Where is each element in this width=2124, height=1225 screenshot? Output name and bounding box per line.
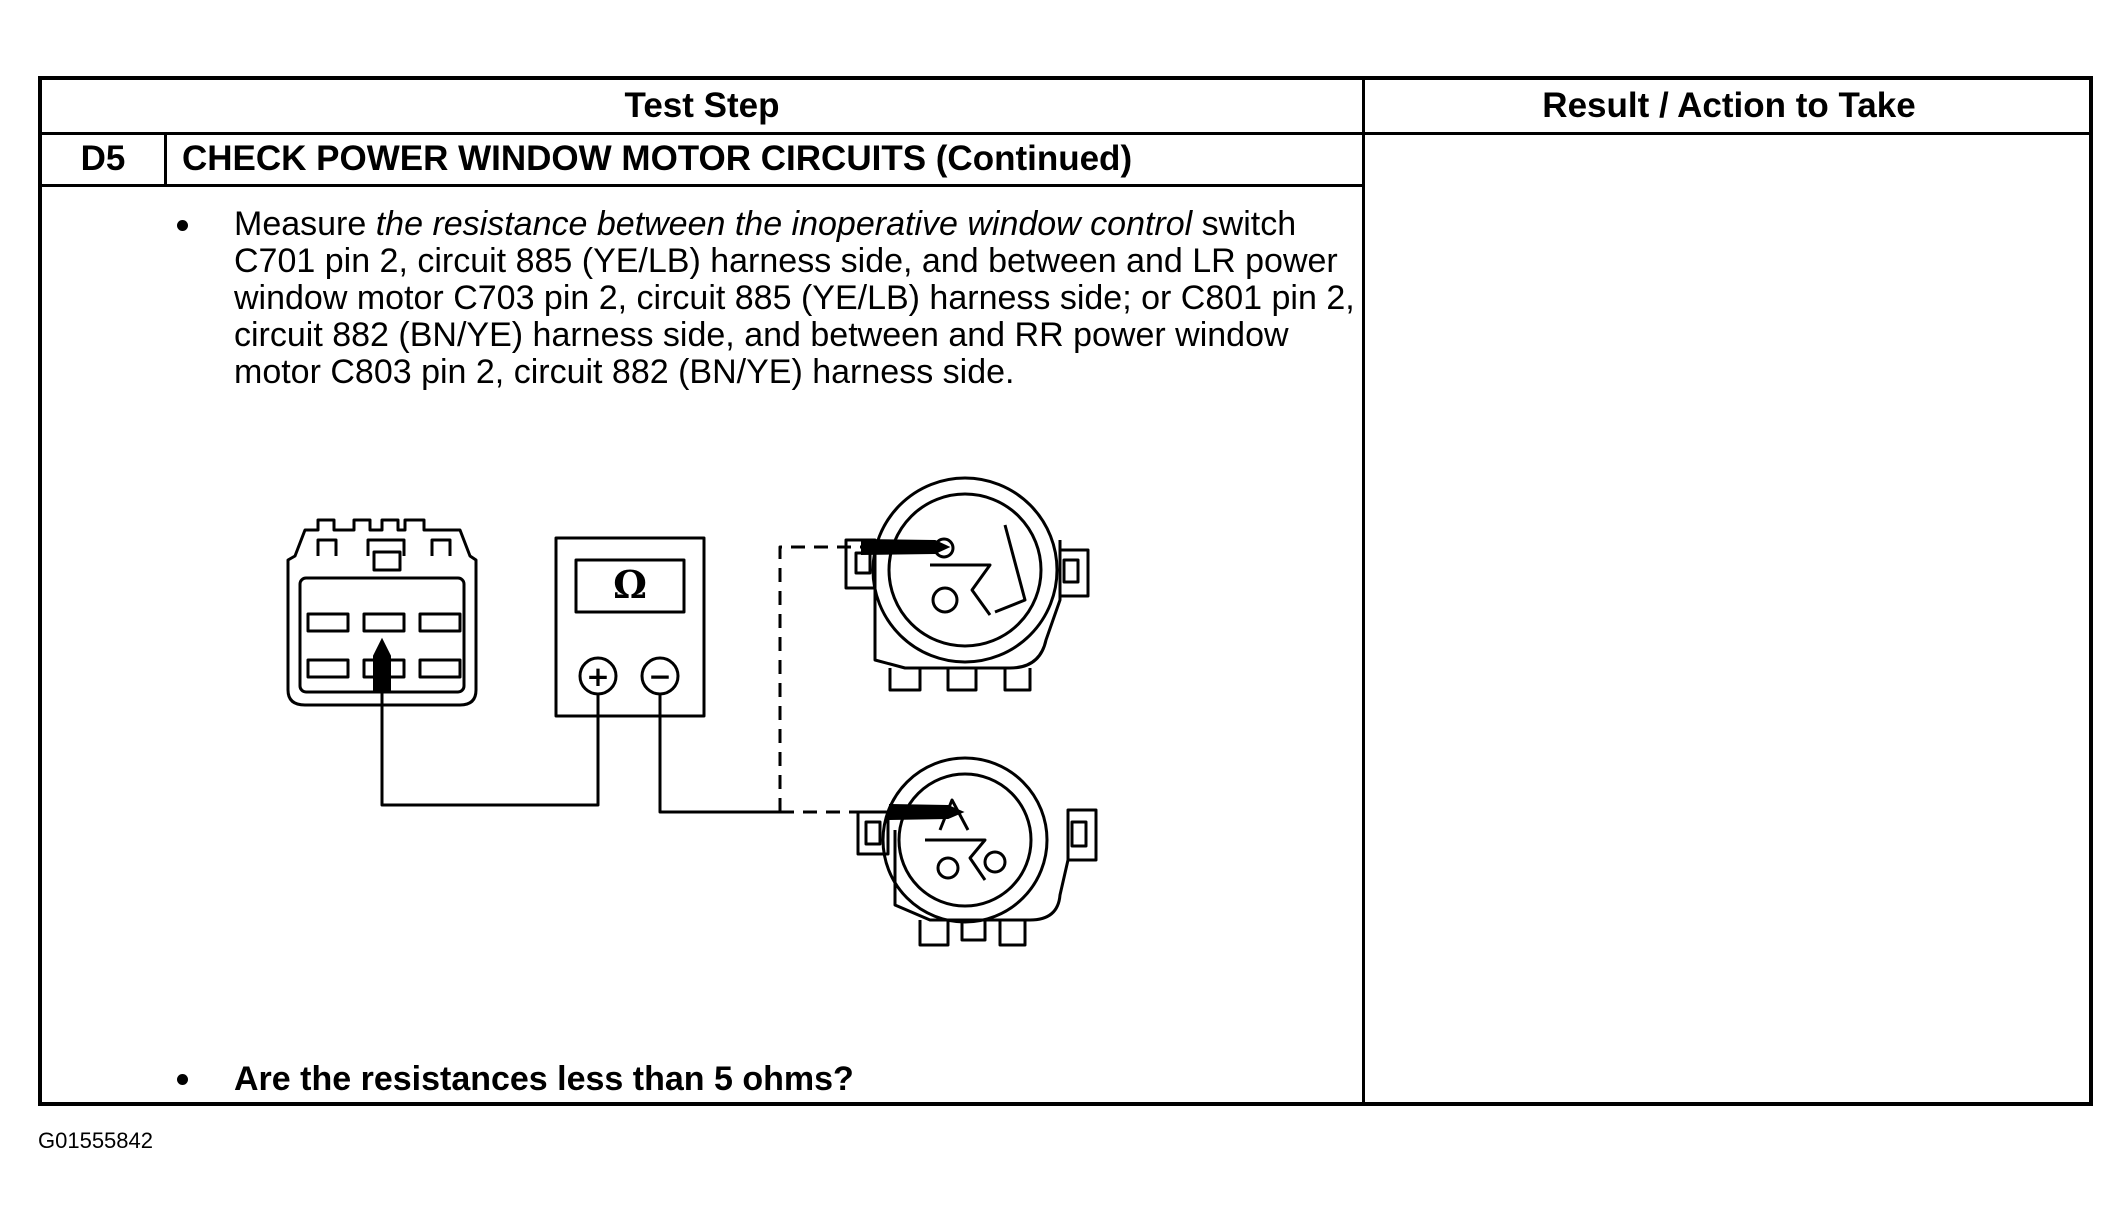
- step-id: D5: [80, 139, 126, 178]
- minus-symbol: −: [648, 660, 671, 693]
- lr-motor-connector: [844, 476, 1090, 692]
- probe-tip-switch: [373, 637, 391, 691]
- header-divider: [42, 132, 2093, 135]
- question-text: Are the resistances less than 5 ohms?: [234, 1060, 854, 1098]
- ohm-symbol: Ω: [613, 562, 647, 607]
- step-row-divider: [42, 184, 1364, 187]
- ohmmeter-display: [574, 558, 686, 614]
- instruction-rest: switch C701 pin 2, circuit 885 (YE/LB) h…: [234, 205, 1355, 391]
- probe-wire-switch: [380, 650, 600, 807]
- header-result-action: Result / Action to Take: [1542, 86, 1916, 125]
- plus-symbol: +: [586, 660, 609, 693]
- bullet-1: [177, 220, 188, 231]
- probe-tip-lr-motor: [861, 538, 951, 556]
- dashed-wire-lr-motor: [778, 545, 862, 812]
- instruction-line1-normal: Measure: [234, 205, 376, 243]
- step-id-divider: [164, 134, 167, 186]
- instruction-text: Measure the resistance between the inope…: [234, 206, 1364, 391]
- step-title: CHECK POWER WINDOW MOTOR CIRCUITS (Conti…: [182, 139, 1133, 178]
- diagnostic-table: Test Step Result / Action to Take D5 CHE…: [38, 76, 2093, 1106]
- column-divider: [1362, 80, 1365, 1106]
- rr-motor-connector: [856, 756, 1098, 947]
- bullet-2: [177, 1074, 188, 1085]
- probe-wire-motor: [658, 694, 780, 814]
- header-test-step: Test Step: [624, 86, 780, 125]
- instruction-line1-italic: the resistance between the inoperative w…: [375, 205, 1193, 243]
- probe-tip-rr-motor: [889, 803, 965, 821]
- figure-id: G01555842: [38, 1128, 153, 1153]
